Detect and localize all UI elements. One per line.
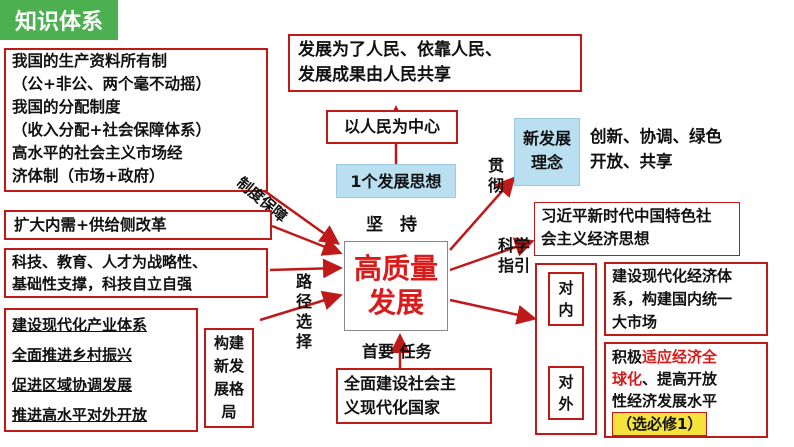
goal-line-1: 发展为了人民、依靠人民、 (298, 40, 502, 60)
ownership-distribution-box: 我国的生产资料所有制 （公+非公、两个毫不动摇） 我国的分配制度 （收入分配+社… (4, 48, 268, 192)
elective-note: （选必修1） (612, 412, 708, 436)
arrow-science (269, 258, 343, 279)
external-box: 积极适应经济全 球化、提高开放 性经济发展水平 （选必修1） (604, 342, 768, 438)
science-line-1: 科技、教育、人才为战略性、 (12, 253, 208, 271)
ownership-line-6: 济体制（市场+政府） (12, 167, 165, 185)
center-line-1: 高质量 (353, 252, 438, 285)
modernization-box: 全面建设社会主 义现代化国家 (336, 368, 492, 424)
goal-line-2: 发展成果由人民共享 (298, 65, 451, 85)
goal-box: 发展为了人民、依靠人民、 发展成果由人民共享 (288, 34, 582, 92)
new-pattern-box: 构建 新发 展格 局 (204, 328, 254, 428)
adhere-label: 坚 持 (366, 215, 417, 235)
science-line-2: 基础性支撑，科技自立自强 (12, 275, 193, 293)
arrow-demand (271, 224, 343, 256)
arrow-new-concept (449, 176, 516, 251)
path-item-3: 促进区域协调发展 (12, 376, 133, 394)
path-item-1: 建设现代化产业体系 (12, 316, 148, 334)
scientific-guidance-label: 科学 指引 (497, 236, 530, 275)
run-through-label: 贯 彻 (487, 156, 504, 195)
external-line-2: 球化、提高开放 (612, 370, 718, 388)
arrow-xi-thought (449, 237, 535, 272)
path-items-box: 建设现代化产业体系 全面推进乡村振兴 促进区域协调发展 推进高水平对外开放 (4, 308, 198, 432)
xi-thought-box: 习近平新时代中国特色社 会主义经济思想 (534, 202, 740, 256)
new-concept-text: 创新、协调、绿色 开放、共享 (590, 127, 722, 171)
arrow-internal-external (449, 298, 537, 325)
ownership-line-1: 我国的生产资料所有制 (12, 52, 168, 70)
path-item-4: 推进高水平对外开放 (12, 406, 148, 424)
development-thought-box: 1个发展思想 (336, 164, 456, 198)
external-line-1: 积极适应经济全 (612, 348, 718, 366)
ownership-line-5: 高水平的社会主义市场经 (12, 144, 183, 162)
people-center-box: 以人民为中心 (326, 110, 458, 144)
center-line-2: 发展 (367, 286, 424, 319)
internal-label-box: 对 内 (548, 272, 584, 326)
arrow-path (259, 290, 343, 322)
external-label-box: 对 外 (548, 366, 584, 420)
path-item-2: 全面推进乡村振兴 (12, 346, 133, 364)
ownership-line-2: （公+非公、两个毫不动摇） (12, 75, 211, 93)
high-quality-development-node: 高质量 发展 (344, 241, 448, 331)
science-education-box: 科技、教育、人才为战略性、 基础性支撑，科技自立自强 (4, 248, 268, 298)
internal-box: 建设现代化经济体 系，构建国内统一 大市场 (604, 262, 768, 336)
ownership-line-3: 我国的分配制度 (12, 98, 121, 116)
primary-task-label: 首要 任务 (362, 342, 432, 361)
ownership-line-4: （收入分配+社会保障体系） (12, 121, 211, 139)
demand-supply-box: 扩大内需+供给侧改革 (4, 210, 272, 240)
bracket-internal-external (535, 263, 597, 435)
external-line-3: 性经济发展水平 (612, 392, 718, 410)
path-choice-label: 路 径 选 择 (295, 272, 312, 351)
page-title: 知识体系 (0, 0, 118, 40)
new-concept-label-box: 新发展 理念 (514, 118, 580, 186)
